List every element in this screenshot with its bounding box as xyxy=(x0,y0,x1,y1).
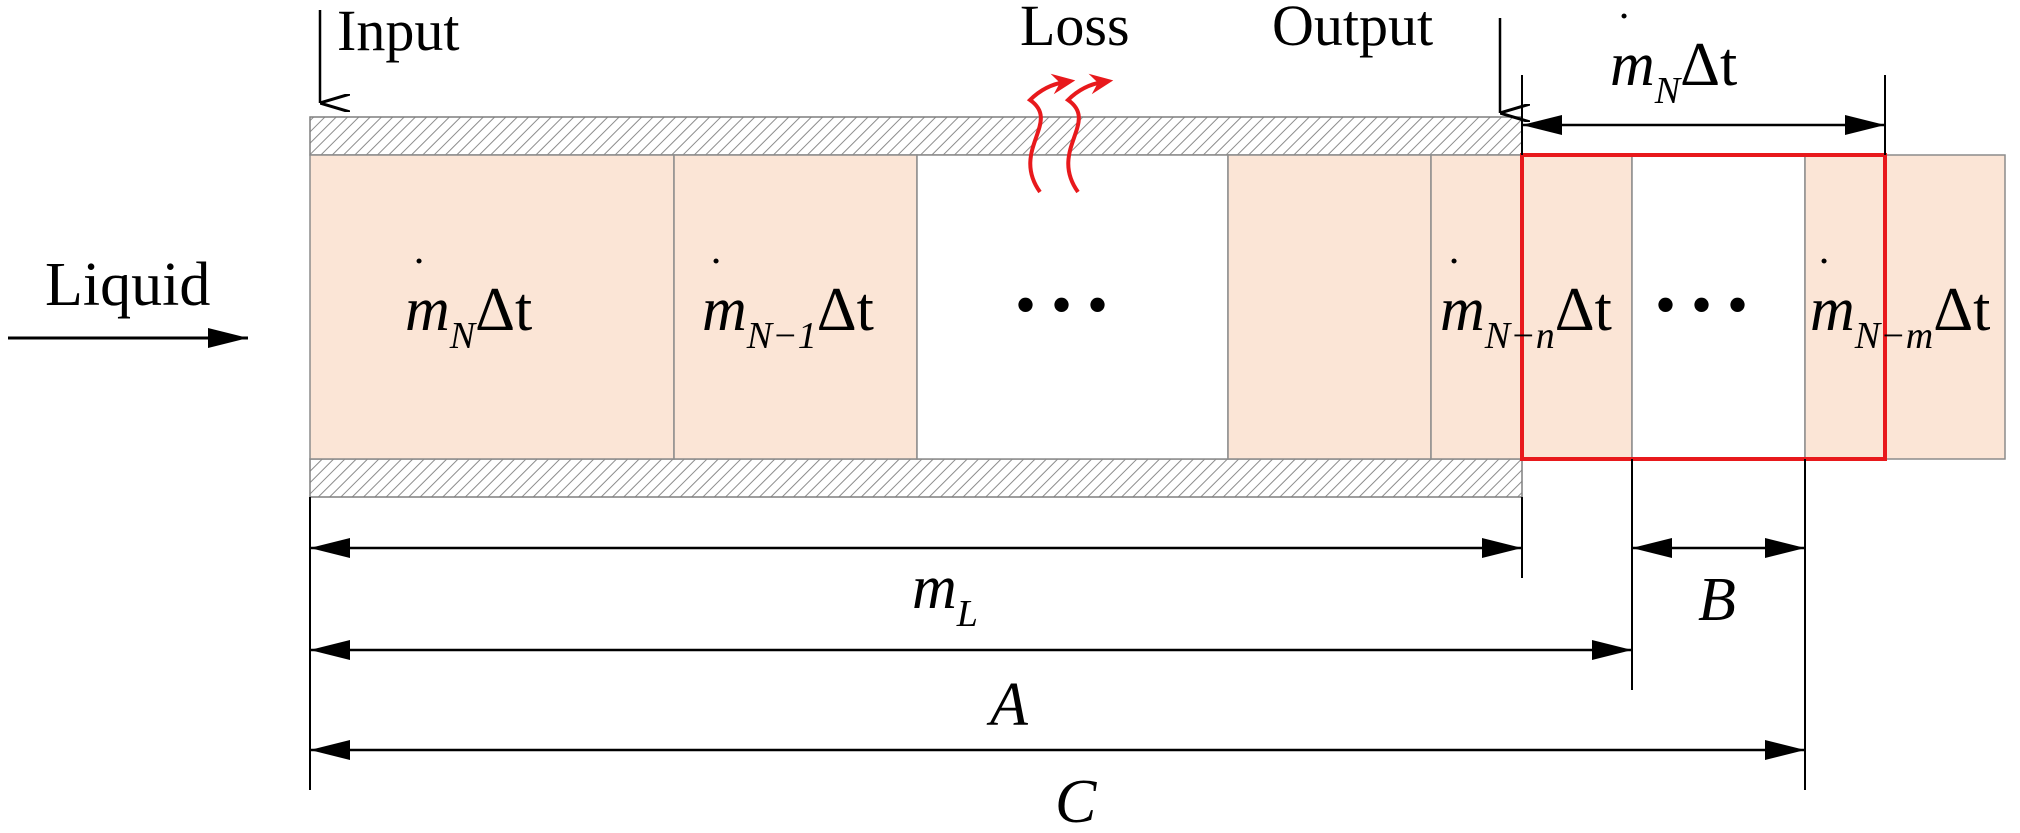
segment-7-label: mN−mΔt xyxy=(1810,276,1990,357)
segment-1-label: mNΔt xyxy=(405,276,532,357)
top-dimension-dot: ˙ xyxy=(1616,3,1632,56)
loss-arrow-1 xyxy=(1026,73,1076,194)
loss-arrow-2 xyxy=(1064,73,1114,194)
pipe-top-wall xyxy=(309,116,1523,156)
segments-group xyxy=(309,154,2006,460)
highlight-window xyxy=(1520,153,1887,461)
liquid-label: Liquid xyxy=(45,251,210,319)
segment-6 xyxy=(1631,154,1806,460)
segment-5 xyxy=(1430,154,1633,460)
segment-3 xyxy=(916,154,1229,460)
segment-6-dots: • • • xyxy=(1655,272,1748,338)
output-label: Output xyxy=(1272,0,1433,58)
segment-1-dot: ˙ xyxy=(411,248,427,301)
segment-5-dot: ˙ xyxy=(1446,248,1462,301)
input-label: Input xyxy=(337,0,459,63)
segment-7 xyxy=(1804,154,2006,460)
loss-label: Loss xyxy=(1020,0,1130,58)
pipe-bottom-wall xyxy=(309,458,1523,498)
A-label: A xyxy=(986,671,1029,739)
segment-3-dots: • • • xyxy=(1015,272,1108,338)
segment-7-dot: ˙ xyxy=(1816,248,1832,301)
mL-label: mL xyxy=(912,554,978,635)
top-dimension-label: mNΔt xyxy=(1610,31,1737,112)
segment-1 xyxy=(309,154,675,460)
segment-4 xyxy=(1227,154,1432,460)
segment-2-label: mN−1Δt xyxy=(702,276,874,357)
segment-2 xyxy=(673,154,918,460)
segment-2-dot: ˙ xyxy=(708,248,724,301)
segment-5-label: mN−nΔt xyxy=(1440,276,1612,357)
B-label: B xyxy=(1698,566,1736,634)
C-label: C xyxy=(1055,768,1097,833)
